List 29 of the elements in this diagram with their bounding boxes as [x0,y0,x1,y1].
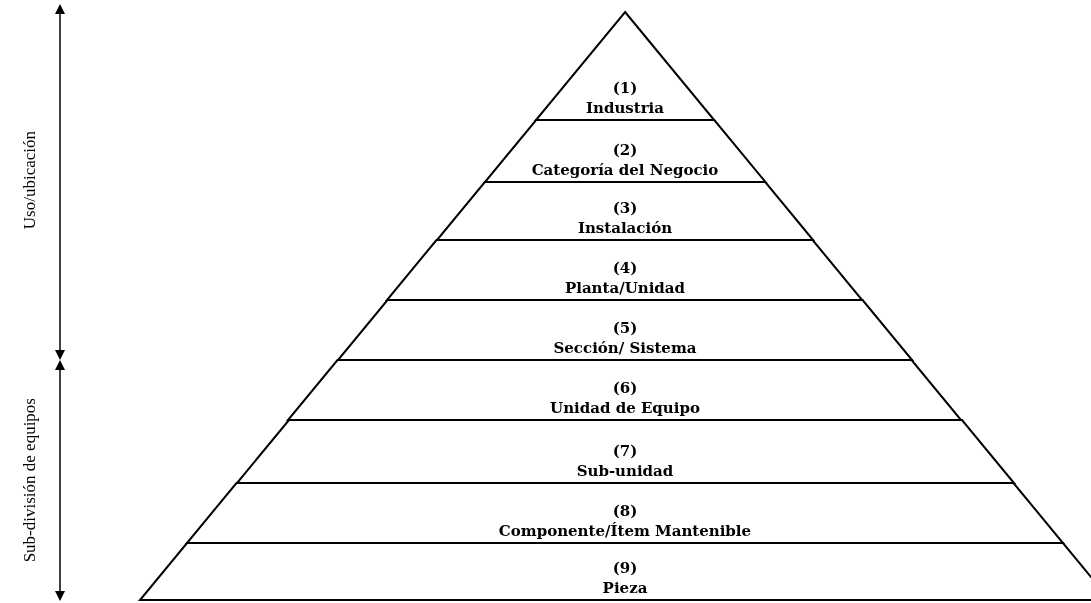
pyramid-tier [387,240,863,300]
pyramid-tier [236,420,1014,483]
tier-number: (1) [612,78,638,98]
tier-label: Componente/Ítem Mantenible [498,521,752,541]
tier-number: (6) [612,378,638,398]
pyramid-tier [337,300,913,360]
tier-label: Industria [585,98,664,118]
tier-number: (2) [612,140,638,160]
tier-label: Categoría del Negocio [531,160,719,180]
range-label: Sub-división de equipos [20,398,40,563]
tier-number: (7) [612,441,638,461]
pyramid-tier [484,120,766,182]
pyramid-tier [187,483,1063,543]
tier-number: (5) [612,318,638,338]
tier-number: (8) [612,501,638,521]
pyramid-tier [288,360,962,420]
tier-label: Sub-unidad [576,461,674,481]
range-label: Uso/ubicación [20,131,40,230]
pyramid-tier [436,182,814,240]
tier-label: Instalación [577,218,673,238]
pyramid-tier [140,543,1091,600]
tier-number: (9) [612,558,638,578]
tier-number: (3) [612,198,638,218]
tier-number: (4) [612,258,638,278]
tier-label: Unidad de Equipo [550,398,700,418]
tier-label: Planta/Unidad [564,278,686,298]
tier-label: Sección/ Sistema [553,338,697,358]
tier-label: Pieza [602,578,648,598]
pyramid-apex [535,12,715,120]
